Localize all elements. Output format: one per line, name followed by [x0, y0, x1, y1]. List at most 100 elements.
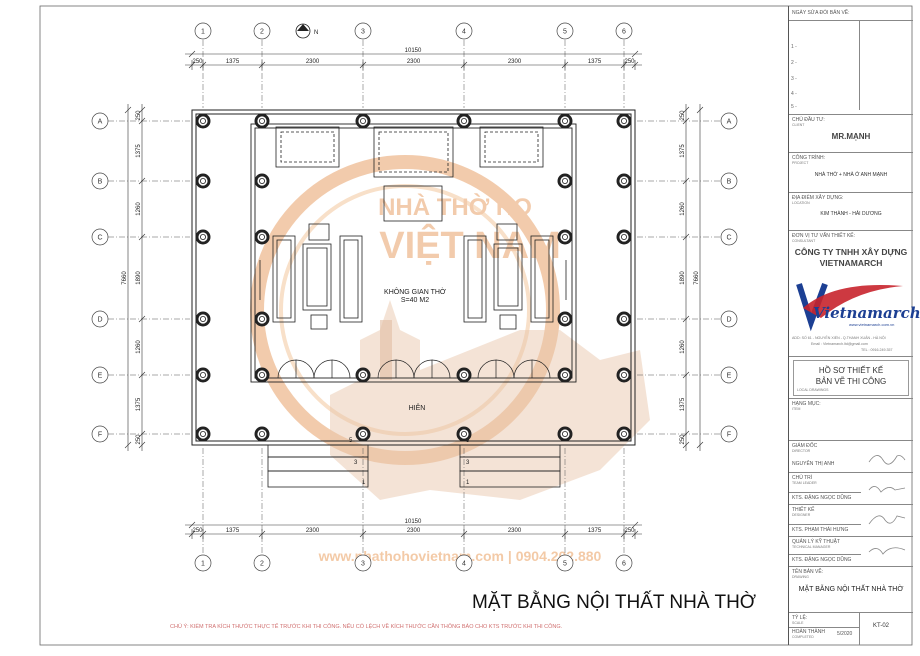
dimension-label: 1890	[136, 271, 142, 285]
dimension-label: 1375	[226, 59, 240, 65]
dimension-label: 2300	[508, 528, 522, 534]
dimension-tick	[138, 441, 146, 449]
client-label-en: CLIENT	[792, 123, 805, 127]
grid-bubble	[720, 112, 738, 130]
column-ring	[359, 430, 366, 437]
column-core	[459, 370, 469, 380]
leader-label: CHỦ TRÌ	[792, 475, 813, 481]
dimension-tick	[682, 315, 690, 323]
grid-bubble-label: F	[98, 432, 102, 439]
sheet-border	[39, 5, 913, 646]
dimension-label: 250	[680, 110, 686, 121]
column-ring	[621, 371, 628, 378]
dimension-label: 1260	[136, 202, 142, 216]
column-ring	[460, 430, 467, 437]
column-core	[619, 314, 629, 324]
column-ring	[199, 233, 206, 240]
dimension-tick	[682, 117, 690, 125]
column-core	[257, 370, 267, 380]
designer-name: KTS. PHẠM THÁI HƯNG	[792, 527, 849, 533]
watermark: NHÀ THỜ HỌ VIỆT NAM	[250, 155, 650, 500]
grid-bubble	[455, 22, 473, 40]
dimension-tick	[682, 233, 690, 241]
dimension-label: 1890	[680, 271, 686, 285]
dimension-tick	[138, 177, 146, 185]
porch-label: HIÊN	[409, 403, 426, 412]
column-core	[560, 314, 570, 324]
company-phone: TEL : 0916.249.357	[861, 348, 893, 352]
grid-bubble	[556, 554, 574, 572]
column-ring	[621, 315, 628, 322]
column-ring	[562, 315, 569, 322]
dimension-tick	[631, 521, 639, 529]
column-ring	[258, 315, 265, 322]
grid-bubble	[253, 22, 271, 40]
column-core	[198, 370, 208, 380]
dimension-label: 1375	[226, 528, 240, 534]
step-label: 3	[354, 460, 358, 466]
column-core	[619, 116, 629, 126]
grid-bubble-label: 3	[361, 561, 365, 568]
watermark-line1: NHÀ THỜ HỌ	[378, 193, 532, 221]
leader-name: KTS. ĐẶNG NGỌC DŨNG	[792, 495, 852, 501]
company-address: ADD: SỐ 61 - NGUYỄN XIỂN - Q.THANH XUÂN …	[792, 336, 886, 340]
grid-bubble	[194, 554, 212, 572]
revision-header: NGÀY SỬA ĐỔI BẢN VẼ:	[792, 10, 850, 16]
sheet-number: KT-02	[873, 623, 890, 629]
dimension-label: 250	[192, 528, 203, 534]
completed-label-en: COMPLETED	[792, 635, 814, 639]
column-ring	[621, 430, 628, 437]
designer-label: THIẾT KẾ	[792, 507, 815, 513]
column-core	[619, 429, 629, 439]
dimension-label: 1375	[680, 397, 686, 411]
column-core	[198, 116, 208, 126]
location-label: ĐỊA ĐIỂM XÂY DỰNG:	[792, 195, 844, 201]
tech-label-en: TECHNICAL MANAGER	[792, 545, 831, 549]
column-ring	[258, 233, 265, 240]
grid-bubble-label: 2	[260, 561, 264, 568]
grid-bubble-label: A	[727, 119, 732, 126]
dimension-tick	[188, 50, 196, 58]
column-ring	[199, 371, 206, 378]
dimension-label: 250	[624, 59, 635, 65]
company-logo: Vietnamarch www.vietnamarch.com.vn	[795, 278, 920, 332]
grid-bubble-label: 5	[563, 561, 567, 568]
dimension-tick	[138, 106, 146, 114]
step-label: 1	[466, 480, 470, 486]
stage-line2: BẢN VẼ THI CÔNG	[815, 377, 887, 386]
grid-bubble	[354, 554, 372, 572]
column-ring	[258, 118, 265, 125]
revision-row: 4 -	[791, 91, 797, 97]
step-label: 1	[362, 480, 366, 486]
grid-bubble-label: 3	[361, 29, 365, 36]
completed-label: HOÀN THÀNH	[792, 629, 825, 635]
north-arrow: N	[295, 23, 318, 39]
director-name: NGUYỄN THỊ ANH	[792, 461, 835, 467]
column-core	[257, 116, 267, 126]
outer-wall	[191, 109, 636, 446]
dimension-tick	[696, 106, 704, 114]
column-core	[560, 370, 570, 380]
grid-bubble	[720, 172, 738, 190]
dimension-total: 10150	[405, 48, 422, 54]
column-ring	[621, 177, 628, 184]
project-label-en: PROJECT	[792, 161, 809, 165]
dimension-label: 1260	[680, 202, 686, 216]
grid-bubble-label: B	[727, 179, 732, 186]
column-core	[257, 314, 267, 324]
room-label: KHÔNG GIAN THỜ	[384, 287, 446, 296]
logo-text: Vietnamarch	[813, 304, 920, 322]
grid-bubble-label: F	[727, 432, 731, 439]
column-core	[459, 116, 469, 126]
dimension-label: 2300	[306, 59, 320, 65]
dimension-total: 7660	[694, 271, 700, 285]
stage-label-en: LOCAL DRAWINGS	[797, 388, 829, 392]
grid-bubble	[253, 554, 271, 572]
dimension-tick	[682, 371, 690, 379]
designer-label-en: DESIGNER	[792, 513, 811, 517]
column-core	[198, 232, 208, 242]
column-ring	[562, 430, 569, 437]
scale-label: TỶ LỆ:	[792, 615, 808, 621]
signature	[868, 515, 906, 525]
